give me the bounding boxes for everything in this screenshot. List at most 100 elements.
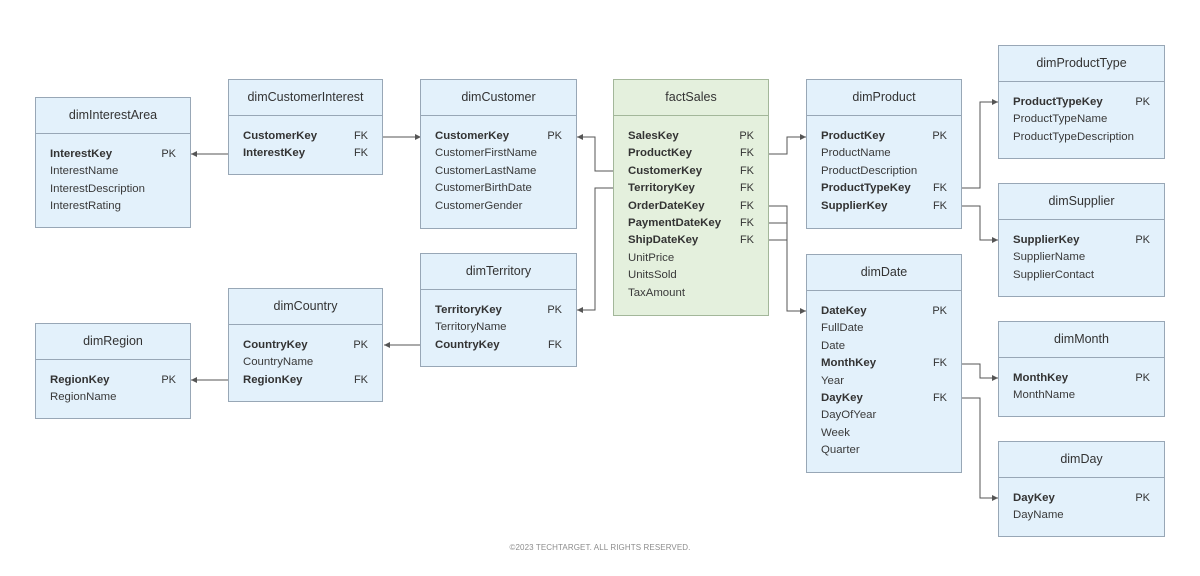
field-row-region-name: RegionName [36, 389, 190, 406]
field-name: OrderDateKey [628, 199, 705, 212]
field-row-interest-description: InterestDescription [36, 181, 190, 198]
field-name: DayName [1013, 509, 1064, 522]
field-name: TerritoryKey [628, 182, 695, 195]
field-name: CustomerLastName [435, 164, 537, 177]
connector-fact-to-product [769, 134, 806, 155]
key-type-badge: PK [353, 339, 368, 351]
field-name: SupplierContact [1013, 268, 1095, 281]
field-name: SupplierKey [821, 199, 888, 212]
field-row-territory-key: TerritoryKey PK [421, 302, 576, 319]
key-type-badge: PK [932, 305, 947, 317]
field-name: Date [821, 339, 846, 352]
field-row-territory-key: TerritoryKey FK [614, 180, 768, 197]
field-row-quarter: Quarter [807, 442, 961, 459]
field-name: TerritoryKey [435, 304, 502, 316]
table-title: dimRegion [36, 324, 190, 360]
key-type-badge: FK [739, 182, 754, 195]
field-row-supplier-name: SupplierName [999, 249, 1164, 266]
field-row-product-name: ProductName [807, 145, 961, 162]
key-type-badge: FK [547, 338, 562, 351]
key-type-badge: PK [547, 304, 562, 316]
key-type-badge: FK [353, 373, 368, 386]
field-name: UnitPrice [628, 251, 675, 264]
table-title: dimCountry [229, 289, 382, 325]
field-name: CustomerFirstName [435, 147, 537, 160]
field-name: ProductDescription [821, 164, 918, 177]
field-row-product-description: ProductDescription [807, 163, 961, 180]
key-type-badge: FK [932, 199, 947, 212]
copyright-notice: ©2023 TECHTARGET. ALL RIGHTS RESERVED. [509, 543, 691, 552]
key-type-badge: PK [547, 130, 562, 142]
key-type-badge: FK [739, 199, 754, 212]
field-row-year: Year [807, 373, 961, 390]
field-name: SalesKey [628, 130, 679, 142]
connector-fact-to-customer [577, 134, 613, 172]
field-name: ProductKey [821, 130, 885, 142]
field-name: Quarter [821, 444, 860, 457]
key-type-badge: FK [739, 234, 754, 247]
field-name: CountryKey [243, 339, 308, 351]
field-row-product-type-key: ProductTypeKey FK [807, 180, 961, 197]
field-row-supplier-contact: SupplierContact [999, 267, 1164, 284]
key-type-badge: FK [739, 216, 754, 229]
key-type-badge: FK [353, 147, 368, 160]
field-name: DayKey [1013, 492, 1055, 504]
field-row-tax-amount: TaxAmount [614, 285, 768, 302]
field-name: CustomerKey [435, 130, 510, 142]
field-row-supplier-key: SupplierKey FK [807, 198, 961, 215]
field-row-customer-gender: CustomerGender [421, 198, 576, 215]
field-row-interest-name: InterestName [36, 163, 190, 180]
key-type-badge: FK [932, 182, 947, 195]
field-row-sales-key: SalesKey PK [614, 128, 768, 145]
field-name: TerritoryName [435, 321, 507, 334]
field-row-country-name: CountryName [229, 354, 382, 371]
field-name: InterestRating [50, 200, 121, 213]
field-row-ship-date-key: ShipDateKey FK [614, 232, 768, 249]
field-name: InterestKey [243, 147, 306, 160]
table-title: dimInterestArea [36, 98, 190, 134]
field-row-customer-key: CustomerKey PK [421, 128, 576, 145]
key-type-badge: PK [161, 148, 176, 160]
field-row-product-type-name: ProductTypeName [999, 111, 1164, 128]
field-name: InterestDescription [50, 182, 145, 195]
field-name: ProductKey [628, 147, 692, 160]
key-type-badge: PK [739, 130, 754, 142]
field-name: ProductTypeKey [821, 182, 911, 195]
field-name: ShipDateKey [628, 234, 699, 247]
field-name: CustomerGender [435, 199, 523, 212]
field-name: UnitsSold [628, 269, 677, 282]
field-row-full-date: FullDate [807, 320, 961, 337]
